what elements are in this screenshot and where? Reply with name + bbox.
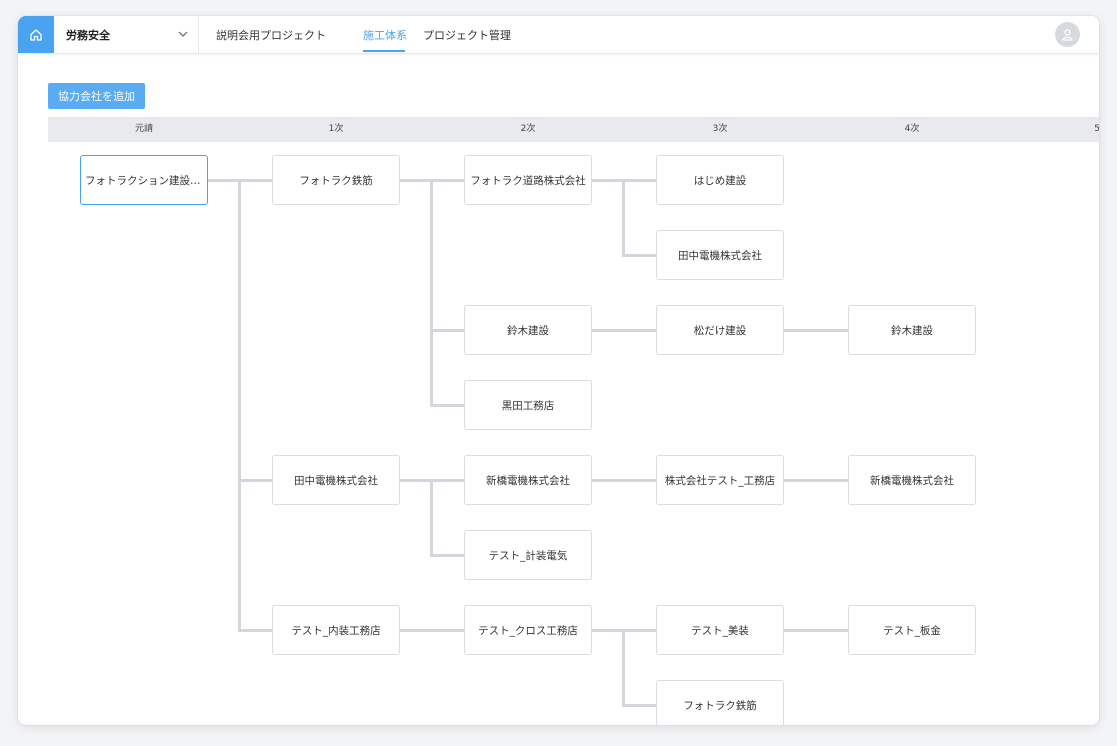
tree-connector	[592, 179, 625, 182]
active-tab-indicator	[363, 50, 405, 52]
subcontractor-node[interactable]: フォトラク鉄筋	[656, 680, 784, 725]
app-window: 労務安全 説明会用プロジェクト 施工体系 プロジェクト管理 協力会社を追加 元請…	[18, 16, 1099, 725]
subcontractor-node[interactable]: 松だけ建設	[656, 305, 784, 355]
company-name: 松だけ建設	[693, 324, 747, 337]
tree-connector	[814, 479, 848, 482]
tree-connector	[814, 329, 848, 332]
company-name: フォトラク道路株式会社	[470, 174, 586, 187]
company-name: テスト_内装工務店	[291, 624, 381, 637]
column-label: 5	[1094, 124, 1099, 134]
column-label: 4次	[904, 124, 920, 134]
tree-connector	[400, 179, 433, 182]
column-label: 元請	[134, 124, 153, 134]
company-name: フォトラク鉄筋	[299, 174, 373, 187]
project-name[interactable]: 説明会用プロジェクト	[216, 29, 326, 42]
subcontractor-node[interactable]: 田中電機株式会社	[656, 230, 784, 280]
tree-connector	[238, 179, 241, 632]
tree-connector	[430, 179, 464, 182]
tier-column-header: 元請 1次 2次 3次 4次 5	[48, 117, 1099, 142]
tree-connector	[622, 704, 656, 707]
user-avatar[interactable]	[1055, 22, 1080, 47]
tab-construction-structure[interactable]: 施工体系	[363, 29, 407, 42]
column-label: 3次	[712, 124, 728, 134]
tree-connector	[592, 479, 625, 482]
subcontractor-node[interactable]: テスト_内装工務店	[272, 605, 400, 655]
tree-connector	[622, 629, 625, 707]
company-name: テスト_板金	[883, 624, 941, 637]
tree-connector	[814, 629, 848, 632]
tree-connector	[784, 329, 817, 332]
subcontractor-node[interactable]: 鈴木建設	[464, 305, 592, 355]
subcontractor-node[interactable]: 株式会社テスト_工務店	[656, 455, 784, 505]
company-name: 田中電機株式会社	[678, 249, 762, 262]
subcontractor-node[interactable]: フォトラク鉄筋	[272, 155, 400, 205]
company-name: 鈴木建設	[891, 324, 933, 337]
module-name: 労務安全	[66, 29, 110, 42]
tree-connector	[208, 179, 241, 182]
company-name: 新橋電機株式会社	[870, 474, 954, 487]
column-label: 1次	[328, 124, 344, 134]
tree-connector	[238, 179, 272, 182]
tree-connector	[430, 479, 433, 557]
subcontractor-node[interactable]: 新橋電機株式会社	[464, 455, 592, 505]
subcontractor-node[interactable]: 田中電機株式会社	[272, 455, 400, 505]
tab-project-management[interactable]: プロジェクト管理	[423, 29, 511, 42]
tree-connector	[622, 254, 656, 257]
tree-connector	[592, 329, 625, 332]
tree-connector	[622, 329, 656, 332]
company-name: はじめ建設	[693, 174, 747, 187]
tree-connector	[430, 329, 464, 332]
prime-contractor-node[interactable]: フォトラクション建設株式会社	[80, 155, 208, 205]
top-bar: 労務安全 説明会用プロジェクト 施工体系 プロジェクト管理	[18, 16, 1099, 54]
tree-connector	[430, 629, 464, 632]
column-label: 2次	[520, 124, 536, 134]
subcontractor-node[interactable]: テスト_美装	[656, 605, 784, 655]
company-name: 新橋電機株式会社	[486, 474, 570, 487]
company-name: フォトラクション建設株式会社	[85, 174, 203, 187]
subcontractor-node[interactable]: フォトラク道路株式会社	[464, 155, 592, 205]
tree-connector	[430, 479, 464, 482]
company-name: 田中電機株式会社	[294, 474, 378, 487]
tree-connector	[592, 629, 625, 632]
module-selector[interactable]: 労務安全	[54, 16, 199, 53]
user-icon	[1062, 29, 1073, 41]
company-name: テスト_美装	[691, 624, 749, 637]
tree-connector	[400, 479, 433, 482]
subcontractor-node[interactable]: 鈴木建設	[848, 305, 976, 355]
subcontractor-node[interactable]: 黒田工務店	[464, 380, 592, 430]
company-name: テスト_計装電気	[488, 549, 568, 562]
home-button[interactable]	[18, 16, 54, 53]
tree-connector	[784, 479, 817, 482]
home-icon	[30, 28, 42, 41]
tree-connector	[238, 629, 272, 632]
tree-connector	[622, 179, 625, 257]
tree-connector	[400, 629, 433, 632]
company-name: 鈴木建設	[507, 324, 549, 337]
subcontractor-node[interactable]: はじめ建設	[656, 155, 784, 205]
tree-connector	[622, 479, 656, 482]
tree-connector	[238, 479, 272, 482]
tree-connector	[784, 629, 817, 632]
company-name: 株式会社テスト_工務店	[664, 474, 776, 487]
tree-connector	[622, 629, 656, 632]
tree-connector	[622, 179, 656, 182]
tree-connector	[430, 179, 433, 407]
company-name: フォトラク鉄筋	[683, 699, 757, 712]
company-name: テスト_クロス工務店	[478, 624, 578, 637]
subcontractor-node[interactable]: 新橋電機株式会社	[848, 455, 976, 505]
company-name: 黒田工務店	[501, 399, 555, 412]
tree-connector	[430, 554, 464, 557]
tree-connector	[430, 404, 464, 407]
subcontractor-node[interactable]: テスト_板金	[848, 605, 976, 655]
organization-tree: フォトラクション建設株式会社フォトラク鉄筋フォトラク道路株式会社はじめ建設田中電…	[18, 16, 1099, 725]
add-partner-company-button[interactable]: 協力会社を追加	[48, 83, 145, 109]
subcontractor-node[interactable]: テスト_クロス工務店	[464, 605, 592, 655]
chevron-down-icon	[178, 31, 188, 37]
subcontractor-node[interactable]: テスト_計装電気	[464, 530, 592, 580]
